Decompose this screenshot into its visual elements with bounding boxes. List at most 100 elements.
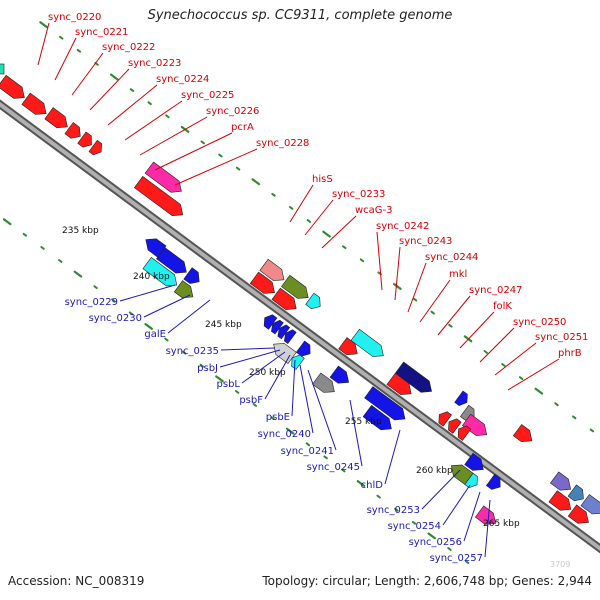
forward-gene-label: sync_0222 (102, 42, 155, 53)
ruler-tick-forward (571, 415, 577, 420)
gene-arrow-reverse (312, 372, 335, 393)
forward-gene-leader-line (71, 52, 104, 96)
position-tick-label: 245 kbp (205, 320, 242, 330)
forward-gene-label: sync_0251 (535, 332, 588, 343)
forward-gene-label: sync_0228 (256, 138, 309, 149)
gene-arrow-reverse (362, 404, 392, 431)
ruler-tick-forward (342, 245, 347, 250)
forward-gene-leader-line (89, 68, 130, 111)
forward-gene-label: sync_0220 (48, 12, 101, 23)
reverse-gene-label: psbE (266, 412, 290, 423)
ruler-tick-forward (306, 219, 312, 223)
forward-gene-leader-line (437, 295, 471, 336)
gene-arrow-forward (133, 175, 184, 217)
forward-gene-leader-line (507, 358, 560, 391)
ruler-tick-forward (518, 376, 524, 380)
ruler-tick-forward (271, 192, 276, 197)
gene-arrow-forward (249, 271, 275, 294)
reverse-gene-leader-line (143, 294, 191, 318)
ruler-tick-forward (109, 73, 119, 81)
forward-gene-label: folK (493, 301, 512, 312)
ruler-tick-forward (200, 140, 205, 145)
ruler-tick-forward (129, 88, 135, 92)
ruler-tick-forward (165, 114, 170, 119)
forward-gene-leader-line (304, 199, 334, 236)
ruler-tick-forward (359, 258, 365, 263)
ruler-tick-reverse (234, 389, 240, 394)
gene-arrow-forward (88, 139, 103, 156)
forward-gene-label: sync_0250 (513, 317, 566, 328)
ruler-tick-reverse (164, 337, 169, 342)
reverse-gene-leader-line (307, 369, 337, 451)
reverse-gene-leader-line (299, 364, 314, 434)
forward-gene-leader-line (37, 22, 50, 66)
gene-arrow-reverse (156, 247, 187, 274)
gene-arrow-forward (512, 424, 533, 443)
reverse-gene-label: psbJ (197, 363, 218, 374)
gene-arrow-forward (386, 372, 412, 395)
ruler-tick-reverse (285, 427, 295, 435)
ruler-tick-reverse (199, 363, 204, 368)
gene-arrow-reverse (485, 473, 501, 490)
gene-arrow-forward (454, 390, 468, 406)
forward-gene-leader-line (479, 327, 515, 363)
forward-gene-label: mkl (449, 269, 467, 280)
ruler-tick-forward (235, 166, 241, 171)
reverse-gene-leader-line (291, 359, 296, 417)
forward-gene-label: sync_0247 (469, 285, 522, 296)
reverse-gene-leader-line (219, 349, 281, 368)
reverse-gene-label: psbL (217, 379, 241, 390)
gene-arrow-forward (461, 413, 488, 436)
gene-arrow-forward (271, 287, 297, 310)
reverse-gene-label: psbF (239, 395, 263, 406)
gene-arrow-forward (64, 122, 81, 139)
reverse-gene-leader-line (442, 484, 471, 526)
forward-gene-label: sync_0223 (128, 58, 181, 69)
gene-fragment (0, 63, 5, 75)
gene-arrow-forward (438, 411, 452, 427)
gene-arrow-forward (21, 92, 47, 115)
reverse-gene-leader-line (384, 429, 401, 485)
ruler-tick-forward (288, 206, 294, 210)
reverse-gene-label: chlD (361, 480, 384, 491)
gene-arrow-reverse (271, 319, 284, 335)
ruler-tick-forward (534, 387, 544, 395)
forward-gene-label: pcrA (231, 122, 254, 133)
reverse-gene-leader-line (220, 347, 276, 351)
ruler-tick-forward (392, 282, 402, 290)
gene-arrow-reverse (464, 452, 484, 471)
gene-arrow-reverse (291, 354, 305, 370)
position-tick-label: 235 kbp (62, 226, 99, 236)
reverse-gene-label: sync_0254 (388, 521, 441, 532)
ruler-tick-reverse (270, 416, 275, 420)
forward-gene-label: sync_0233 (332, 189, 385, 200)
gene-arrow-reverse (277, 324, 291, 340)
forward-gene-label: sync_0224 (156, 74, 209, 85)
ruler-tick-forward (39, 21, 48, 29)
gene-arrow-reverse (295, 340, 311, 357)
position-tick-label: 265 kbp (483, 519, 520, 529)
gene-arrow-forward (548, 490, 572, 511)
gene-arrow-forward (281, 274, 309, 299)
forward-gene-leader-line (376, 231, 383, 291)
gene-arrow-forward (567, 484, 584, 502)
forward-gene-label: sync_0226 (206, 106, 259, 117)
ruler-tick-reverse (128, 311, 134, 316)
ruler-tick-reverse (323, 455, 328, 460)
gene-arrow-forward (394, 361, 432, 393)
ruler-tick-forward (147, 101, 152, 106)
ruler-tick-forward (501, 363, 506, 367)
gene-arrow-reverse (273, 343, 297, 365)
forward-gene-leader-line (289, 184, 314, 223)
gene-arrow-forward (305, 292, 321, 310)
forward-gene-leader-line (459, 311, 495, 349)
gene-arrow-reverse (364, 386, 406, 421)
gene-arrow-forward (0, 74, 25, 99)
ruler-tick-forward (218, 153, 223, 158)
reverse-gene-leader-line (264, 354, 291, 400)
gene-arrow-forward (144, 161, 182, 193)
reverse-gene-leader-line (119, 284, 176, 302)
watermark-text: 3709 (550, 560, 571, 569)
ruler-tick-reverse (22, 232, 28, 237)
ruler-tick-forward (412, 297, 418, 302)
